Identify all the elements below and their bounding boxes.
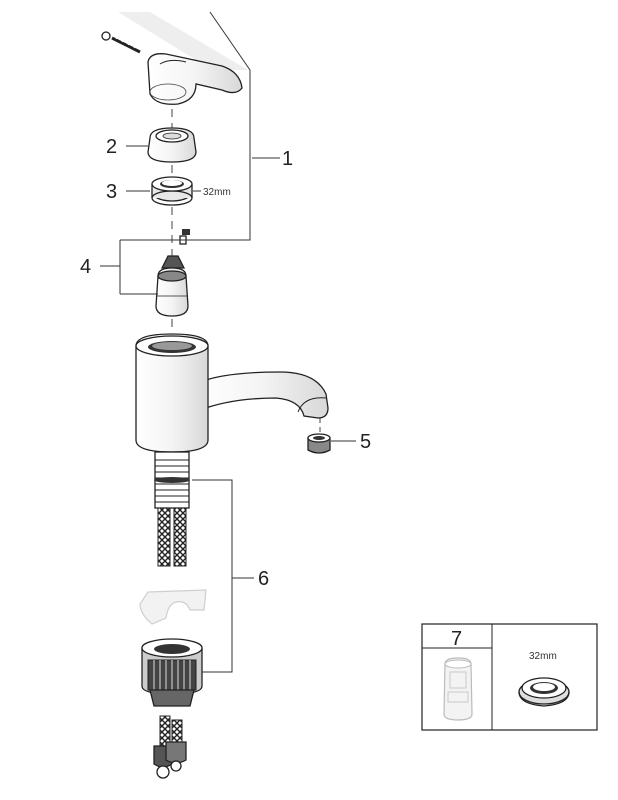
lever-handle — [147, 53, 243, 105]
escutcheon-cap — [147, 127, 197, 163]
callout-1-leader — [176, 11, 280, 241]
cartridge — [155, 255, 189, 317]
aerator — [307, 433, 331, 454]
callout-4: 4 — [80, 256, 91, 278]
callout-2: 2 — [106, 136, 117, 158]
box-nut — [518, 677, 570, 707]
callout-4-leader — [100, 239, 176, 295]
cartridge-nut — [151, 176, 193, 206]
handle-screw — [101, 31, 141, 54]
handle-backdrop — [118, 12, 248, 70]
callout-1: 1 — [282, 148, 293, 170]
tap-body — [135, 333, 329, 453]
flex-hoses — [157, 507, 187, 567]
callout-3: 3 — [106, 181, 117, 203]
callout-6: 6 — [258, 568, 269, 590]
box-nut-size-label: 32mm — [529, 651, 557, 662]
callout-7: 7 — [451, 628, 462, 650]
callout-5: 5 — [360, 431, 371, 453]
small-screw — [179, 229, 190, 245]
threaded-shank — [154, 451, 190, 509]
hose-ends — [153, 715, 187, 779]
callout-6-leader — [192, 479, 254, 673]
cartridge-tool — [443, 657, 473, 721]
accessory-box: 7 32mm — [421, 623, 598, 731]
mounting-nut — [141, 638, 203, 707]
nut-size-label: 32mm — [203, 187, 231, 198]
horseshoe-washer — [139, 589, 207, 625]
